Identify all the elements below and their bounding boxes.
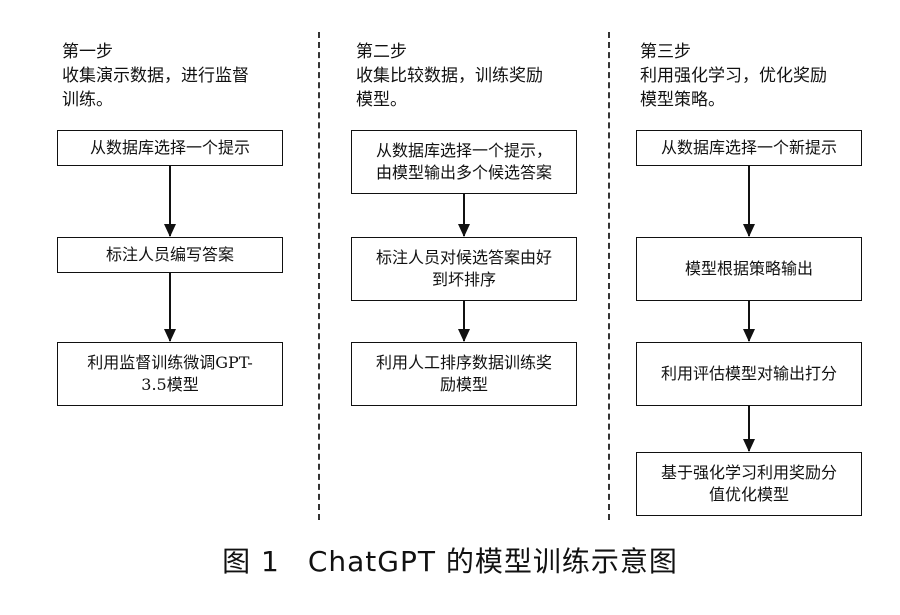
step-1-arrow-2	[164, 273, 176, 342]
step-2-box-2-label: 标注人员对候选答案由好 到坏排序	[375, 248, 552, 289]
figure-title: ChatGPT 的模型训练示意图	[307, 545, 678, 578]
step-3-heading: 第三步 利用强化学习，优化奖励 模型策略。	[640, 42, 827, 110]
step-3-box-optimize: 基于强化学习利用奖励分 值优化模型	[636, 452, 862, 516]
figure-number: 图 1	[222, 545, 280, 578]
step-1-box-1-label: 从数据库选择一个提示	[89, 138, 250, 157]
step-3-box-1-label: 从数据库选择一个新提示	[660, 138, 837, 157]
step-1-box-finetune: 利用监督训练微调GPT- 3.5模型	[57, 342, 283, 406]
step-3-box-3-label: 利用评估模型对输出打分	[660, 364, 837, 383]
step-2-box-3-label: 利用人工排序数据训练奖 励模型	[375, 353, 552, 394]
column-divider-2	[608, 32, 610, 520]
column-divider-1	[318, 32, 320, 520]
step-2-arrow-1	[458, 194, 470, 237]
step-2-heading: 第二步 收集比较数据，训练奖励 模型。	[356, 42, 543, 110]
step-3-box-4-label: 基于强化学习利用奖励分 值优化模型	[660, 463, 837, 504]
step-3-box-policy-output: 模型根据策略输出	[636, 237, 862, 301]
figure-caption: 图 1 ChatGPT 的模型训练示意图	[0, 540, 900, 580]
step-2-arrow-2	[458, 301, 470, 342]
step-3-box-score: 利用评估模型对输出打分	[636, 342, 862, 406]
step-2-box-select-prompt: 从数据库选择一个提示， 由模型输出多个候选答案	[351, 130, 577, 194]
step-3-box-2-label: 模型根据策略输出	[684, 259, 813, 278]
step-1-heading: 第一步 收集演示数据，进行监督 训练。	[62, 42, 249, 110]
step-2-box-train-reward: 利用人工排序数据训练奖 励模型	[351, 342, 577, 406]
step-2-box-1-label: 从数据库选择一个提示， 由模型输出多个候选答案	[375, 141, 552, 182]
step-3-arrow-1	[743, 166, 755, 237]
step-1-box-2-label: 标注人员编写答案	[105, 245, 234, 264]
step-1-arrow-1	[164, 166, 176, 237]
step-1-box-3-label: 利用监督训练微调GPT- 3.5模型	[87, 353, 253, 394]
step-3-box-select-new-prompt: 从数据库选择一个新提示	[636, 130, 862, 166]
step-1-box-annotate: 标注人员编写答案	[57, 237, 283, 273]
step-2-box-rank: 标注人员对候选答案由好 到坏排序	[351, 237, 577, 301]
step-1-box-select-prompt: 从数据库选择一个提示	[57, 130, 283, 166]
step-3-arrow-3	[743, 406, 755, 452]
step-3-arrow-2	[743, 301, 755, 342]
